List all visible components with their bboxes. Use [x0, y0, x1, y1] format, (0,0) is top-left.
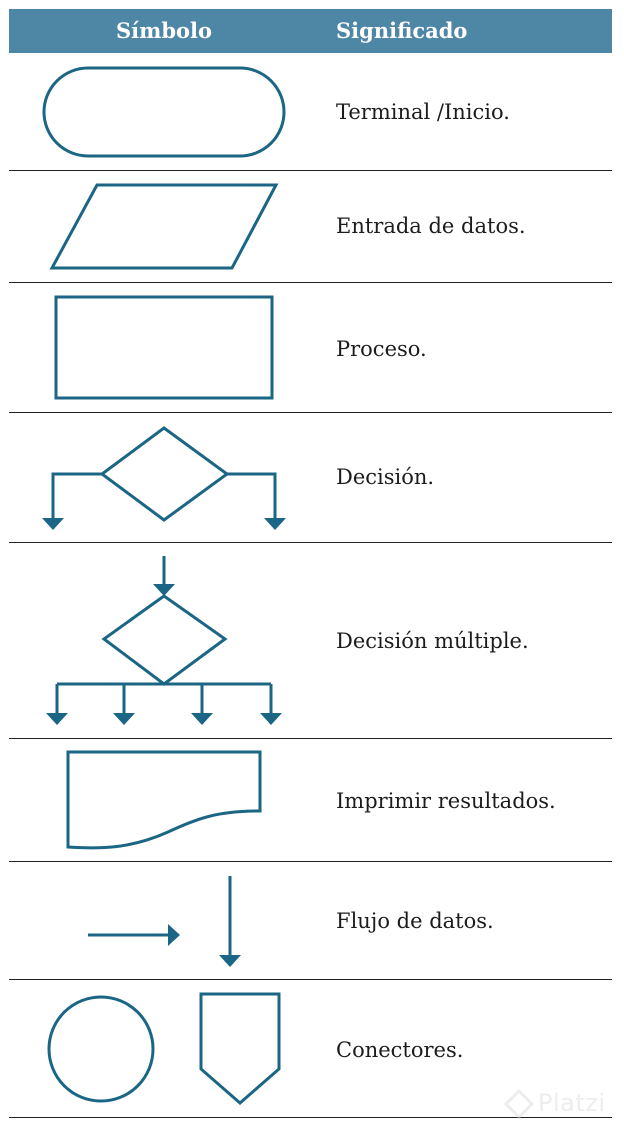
data-input-symbol — [49, 183, 279, 270]
arrowhead — [42, 518, 64, 530]
meaning-data-flow: Flujo de datos. — [336, 909, 494, 933]
platzi-watermark: Platzi — [504, 1087, 614, 1121]
arrowhead — [113, 713, 135, 725]
arrowhead — [264, 518, 286, 530]
row-divider — [9, 861, 612, 862]
row-divider — [9, 282, 612, 283]
meaning-terminal: Terminal /Inicio. — [336, 100, 510, 124]
meaning-connectors: Conectores. — [336, 1038, 464, 1062]
row-divider — [9, 542, 612, 543]
row-divider — [9, 1117, 612, 1118]
row-divider — [9, 412, 612, 413]
arrowhead — [168, 924, 180, 946]
row-divider — [9, 979, 612, 980]
arrowhead — [153, 584, 175, 596]
connector-circle-symbol — [47, 995, 155, 1103]
header-meaning: Significado — [336, 18, 468, 43]
header-symbol: Símbolo — [115, 18, 213, 43]
meaning-data-input: Entrada de datos. — [336, 214, 526, 238]
print-output-symbol — [66, 750, 262, 850]
terminal-symbol — [42, 66, 286, 158]
row-divider — [9, 170, 612, 171]
watermark-text: Platzi — [538, 1089, 606, 1117]
row-divider — [9, 738, 612, 739]
arrowhead — [260, 713, 282, 725]
meaning-decision: Decisión. — [336, 465, 435, 489]
offpage-connector-symbol — [199, 992, 281, 1105]
table-header: Símbolo Significado — [9, 9, 612, 53]
meaning-print-output: Imprimir resultados. — [336, 789, 556, 813]
decision-symbol — [51, 426, 277, 522]
data-flow-symbol — [88, 876, 232, 957]
process-symbol — [54, 295, 274, 400]
arrowheads — [42, 518, 286, 967]
platzi-logo-icon — [504, 1089, 534, 1119]
arrowhead — [219, 955, 241, 967]
arrowhead — [191, 713, 213, 725]
meaning-multiple-decision: Decisión múltiple. — [336, 629, 529, 653]
meaning-process: Proceso. — [336, 337, 427, 361]
multiple-decision-symbol — [55, 556, 273, 716]
arrowhead — [46, 713, 68, 725]
